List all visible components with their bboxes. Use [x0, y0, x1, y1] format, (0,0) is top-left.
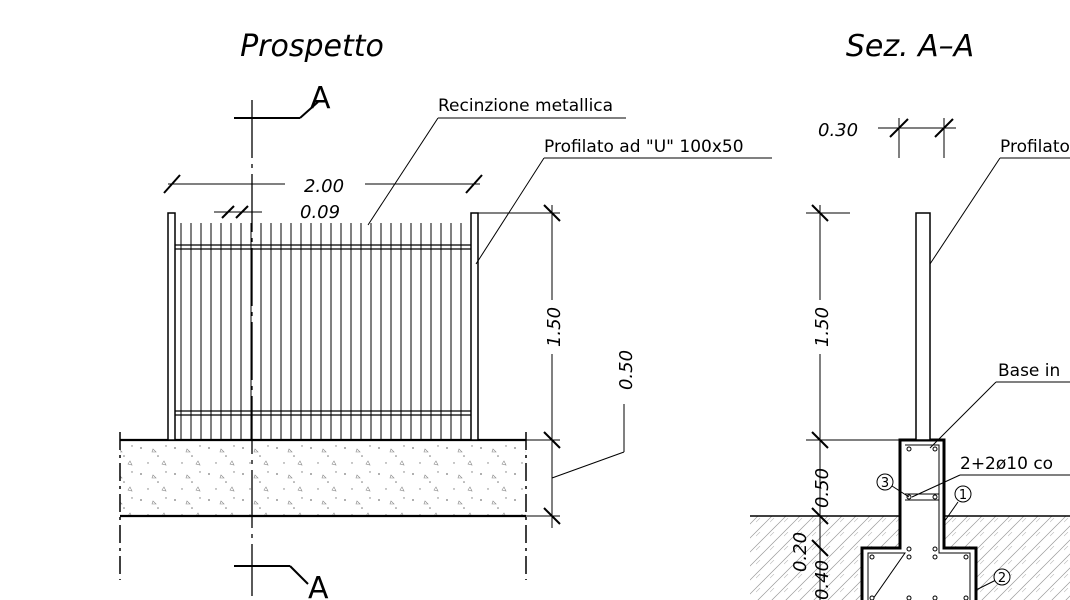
profile-label-leader [475, 157, 772, 265]
rebar-dots [869, 446, 969, 600]
dim-section-upper-base-label: 0.50 [812, 468, 833, 508]
profile-section-leader [929, 157, 1070, 265]
right-post [470, 212, 479, 441]
section-marker-top: A [310, 81, 331, 116]
dim-fence-height-label: 1.50 [544, 307, 565, 347]
profile-section-label: Profilato [1000, 137, 1070, 157]
dim-bar-spacing-label: 0.09 [300, 202, 340, 223]
fence-bars [180, 223, 462, 440]
dim-bar-spacing [214, 205, 262, 219]
marker-3: 3 [876, 473, 910, 498]
dim-width-label: 2.00 [304, 176, 344, 197]
rebar-label-leader [911, 474, 1070, 498]
marker-1: 1 [943, 485, 972, 523]
dim-section-fence-height-label: 1.50 [812, 307, 833, 347]
dim-section-step-label: 0.20 [790, 532, 811, 572]
dim-height-section [806, 204, 900, 600]
rebar-label: 2+2ø10 co [960, 454, 1053, 474]
section-title: Sez. A–A [846, 29, 974, 64]
dim-post-width-label: 0.30 [818, 120, 858, 141]
fence-label: Recinzione metallica [438, 96, 613, 116]
marker-2: 2 [975, 568, 1011, 591]
dim-section-footing-label: 0.40 [812, 560, 833, 600]
dim-base-height-label: 0.50 [616, 350, 637, 390]
concrete-base-section [860, 438, 978, 600]
profile-label: Profilato ad "U" 100x50 [544, 137, 744, 157]
dim-height-elevation [478, 204, 625, 528]
base-label-leader [929, 381, 1070, 449]
svg-text:3: 3 [881, 476, 889, 491]
concrete-base-elevation [119, 432, 527, 580]
svg-text:2: 2 [998, 571, 1006, 586]
dim-post-width [878, 118, 956, 158]
section-marker-bottom: A [308, 571, 329, 600]
fence-elevation [167, 212, 479, 441]
dim-width [163, 170, 483, 194]
fence-label-leader [367, 117, 626, 226]
post-section [915, 212, 931, 441]
left-post [167, 212, 176, 441]
svg-text:1: 1 [959, 488, 967, 503]
elevation-title: Prospetto [240, 29, 384, 64]
base-label: Base in [998, 361, 1060, 381]
